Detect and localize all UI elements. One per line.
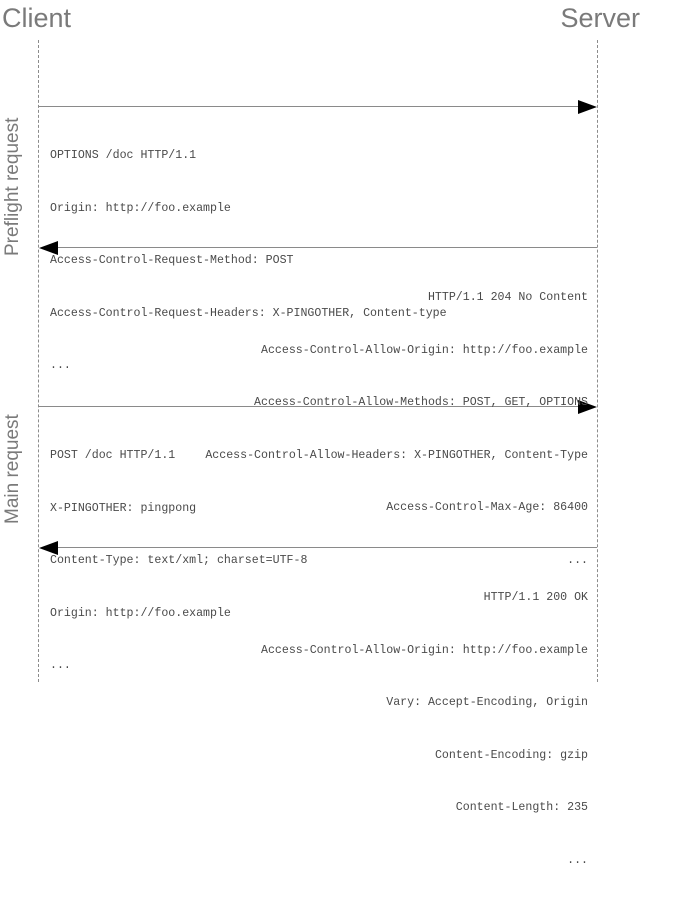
preflight-response-arrow [39, 241, 597, 255]
message-line: ... [567, 853, 588, 867]
main-request-arrow [39, 400, 597, 414]
preflight-request-message: OPTIONS /doc HTTP/1.1 Origin: http://foo… [50, 112, 447, 410]
arrow-left-icon [39, 241, 58, 255]
arrow-right-icon [578, 100, 597, 114]
client-lifeline [38, 40, 39, 682]
message-line: OPTIONS /doc HTTP/1.1 [50, 149, 197, 162]
arrow-shaft [39, 106, 579, 107]
message-line: X-PINGOTHER: pingpong [50, 501, 197, 515]
server-lifeline [597, 40, 598, 682]
message-line: Origin: http://foo.example [50, 201, 231, 215]
arrow-shaft [57, 247, 597, 248]
main-request-message: POST /doc HTTP/1.1 X-PINGOTHER: pingpong… [50, 412, 307, 710]
main-phase-label: Main request [2, 414, 23, 524]
arrow-shaft [39, 406, 579, 407]
server-participant-label: Server [560, 3, 640, 33]
message-line: Content-Length: 235 [455, 801, 588, 814]
arrow-left-icon [39, 541, 58, 555]
main-response-arrow [39, 541, 597, 555]
arrow-right-icon [578, 400, 597, 414]
message-line: Vary: Accept-Encoding, Origin [386, 696, 588, 709]
message-line: ... [50, 359, 71, 372]
preflight-request-arrow [39, 100, 597, 114]
message-line: Content-Type: text/xml; charset=UTF-8 [50, 554, 308, 567]
main-response-message: HTTP/1.1 200 OK Access-Control-Allow-Ori… [261, 554, 588, 904]
preflight-phase-label: Preflight request [2, 117, 23, 256]
preflight-response-message: HTTP/1.1 204 No Content Access-Control-A… [205, 254, 588, 604]
message-line: ... [50, 659, 71, 672]
arrow-shaft [57, 547, 597, 548]
message-line: ... [567, 553, 588, 567]
message-line: Origin: http://foo.example [50, 606, 231, 620]
message-line: Access-Control-Allow-Headers: X-PINGOTHE… [205, 448, 588, 462]
message-line: Access-Control-Allow-Origin: http://foo.… [261, 343, 588, 357]
message-line: HTTP/1.1 200 OK [483, 591, 588, 604]
message-line: Access-Control-Request-Headers: X-PINGOT… [50, 306, 447, 320]
message-line: Access-Control-Request-Method: POST [50, 254, 294, 267]
client-participant-label: Client [2, 3, 72, 33]
message-line: Access-Control-Allow-Origin: http://foo.… [261, 643, 588, 657]
cors-sequence-diagram: Client Server Preflight request Main req… [2, 3, 640, 867]
message-line: Access-Control-Max-Age: 86400 [386, 501, 588, 514]
message-line: POST /doc HTTP/1.1 [50, 449, 176, 462]
message-line: Content-Encoding: gzip [434, 748, 588, 762]
message-line: Access-Control-Allow-Methods: POST, GET,… [254, 396, 588, 409]
message-line: HTTP/1.1 204 No Content [427, 291, 588, 304]
